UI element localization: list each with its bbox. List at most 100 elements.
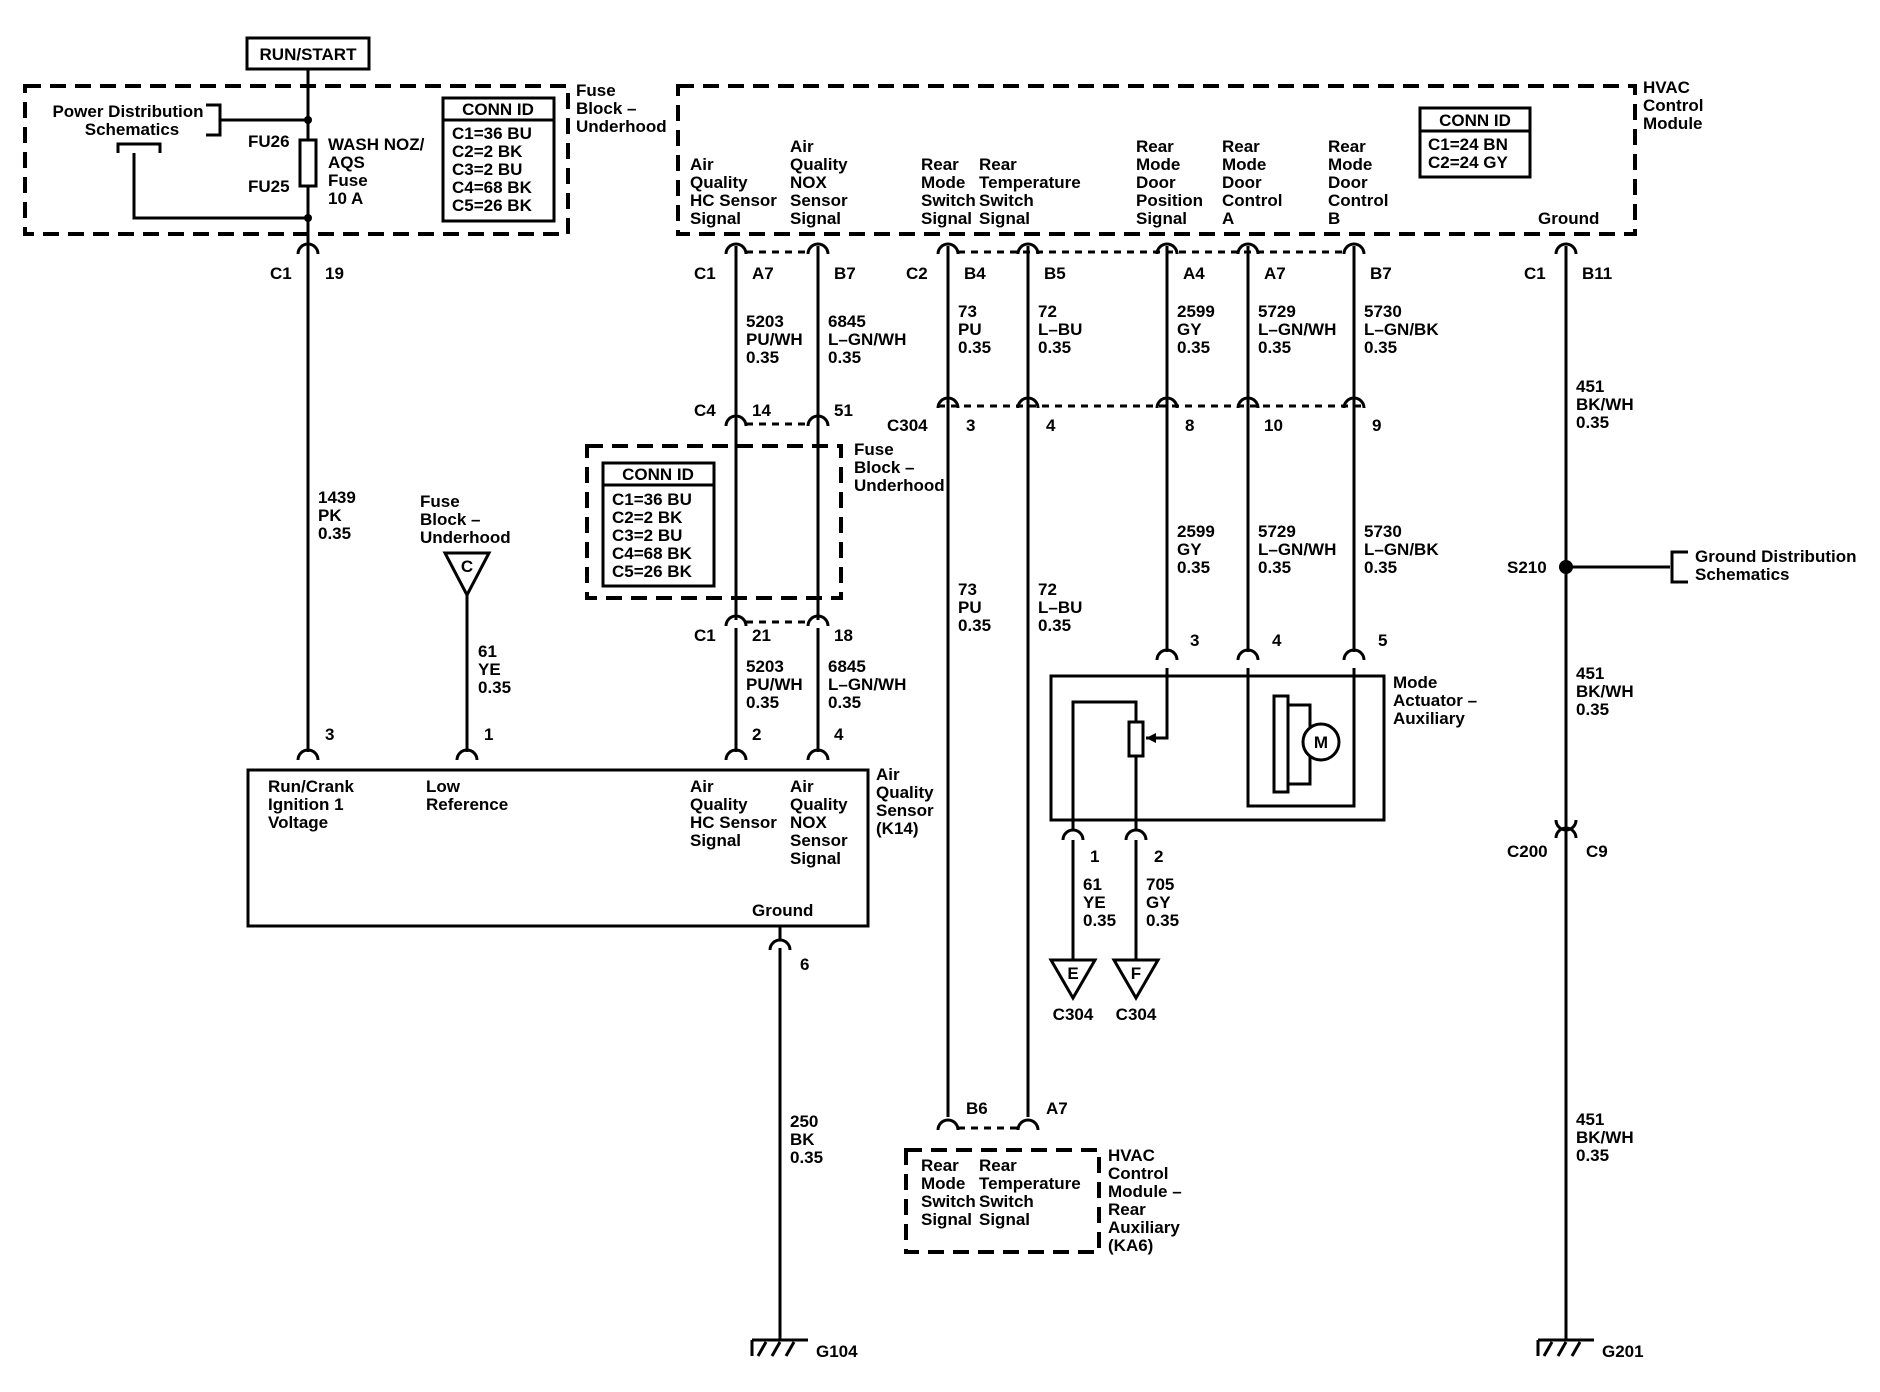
bracket-wire bbox=[132, 153, 308, 220]
sensor-pin4-connector bbox=[806, 748, 830, 761]
sensor-pin3-label: 3 bbox=[325, 725, 334, 744]
fu26-label: FU26 bbox=[248, 132, 290, 151]
actuator-pin3-label: 3 bbox=[1190, 631, 1199, 650]
air-quality-sensor-box bbox=[246, 768, 870, 928]
c200-label: C200 bbox=[1507, 842, 1548, 861]
rear-aux-b6-label: B6 bbox=[966, 1099, 988, 1118]
actuator-internal-circuit bbox=[1071, 668, 1356, 830]
c1-pin21-connector bbox=[724, 614, 748, 627]
fb-ref-c-triangle bbox=[442, 551, 492, 599]
sensor-pin2-label: 2 bbox=[752, 725, 761, 744]
fuse-block-2-boundary bbox=[585, 444, 843, 600]
actuator-pin4-connector bbox=[1236, 648, 1260, 661]
sensor-pin4-label: 4 bbox=[834, 725, 844, 744]
actuator-pin1-connector bbox=[1061, 828, 1085, 841]
actuator-pin1-label: 1 bbox=[1090, 847, 1099, 866]
ref-e-triangle bbox=[1048, 958, 1098, 1001]
actuator-pin4-label: 4 bbox=[1272, 631, 1282, 650]
c4-pin14-label: 14 bbox=[752, 401, 771, 420]
c304-pin4-label: 4 bbox=[1046, 416, 1056, 435]
hvac-c1b-label: C1 bbox=[1524, 264, 1546, 283]
hvac-a4-label: A4 bbox=[1183, 264, 1205, 283]
hvac-ground-label: Ground bbox=[1538, 209, 1599, 228]
c304-pin10-label: 10 bbox=[1264, 416, 1283, 435]
g104-label: G104 bbox=[816, 1342, 858, 1361]
ground-dist-bracket bbox=[1670, 550, 1688, 584]
ref-f-triangle bbox=[1111, 958, 1161, 1001]
g201-ground-symbol bbox=[1536, 1338, 1594, 1357]
actuator-pin2-connector bbox=[1124, 828, 1148, 841]
hvac-a7b-label: A7 bbox=[1264, 264, 1286, 283]
hvac-c2-label: C2 bbox=[906, 264, 928, 283]
actuator-pin5-label: 5 bbox=[1378, 631, 1387, 650]
power-dist-lower-bracket bbox=[116, 142, 162, 153]
rear-aux-a7-connector bbox=[1016, 1118, 1040, 1131]
sensor-pin3-connector bbox=[296, 748, 320, 761]
sensor-pin1-label: 1 bbox=[484, 725, 493, 744]
hvac-b7-connector bbox=[806, 242, 830, 255]
run-start-label: RUN/START bbox=[260, 45, 358, 64]
fuse-block-boundary bbox=[23, 84, 570, 236]
s210-label: S210 bbox=[1507, 558, 1547, 577]
motor-symbol-label: M bbox=[1314, 733, 1328, 752]
c1b-pin18-label: 18 bbox=[834, 626, 853, 645]
hvac-conn-id-title: CONN ID bbox=[1439, 111, 1511, 130]
ref-f-connector: C304 bbox=[1116, 1005, 1157, 1024]
c200-male-connector bbox=[1554, 819, 1578, 832]
c200-female-connector bbox=[1554, 826, 1578, 839]
hvac-b4-connector bbox=[936, 242, 960, 255]
fuse-node-bottom bbox=[304, 214, 312, 222]
fu25-label: FU25 bbox=[248, 177, 290, 196]
c4-label: C4 bbox=[694, 401, 716, 420]
fuse-node-top bbox=[304, 116, 312, 124]
ref-f-letter: F bbox=[1131, 964, 1141, 983]
power-distribution-bracket bbox=[206, 103, 222, 137]
sensor-pin2-connector bbox=[724, 748, 748, 761]
ref-e-connector: C304 bbox=[1053, 1005, 1094, 1024]
c304-label: C304 bbox=[887, 416, 928, 435]
c1b-label: C1 bbox=[694, 626, 716, 645]
hvac-a7-connector bbox=[724, 242, 748, 255]
g201-label: G201 bbox=[1602, 1342, 1644, 1361]
ref-e-letter: E bbox=[1067, 964, 1078, 983]
sensor-pin1-connector bbox=[455, 748, 479, 761]
hvac-b7b-connector bbox=[1342, 242, 1366, 255]
